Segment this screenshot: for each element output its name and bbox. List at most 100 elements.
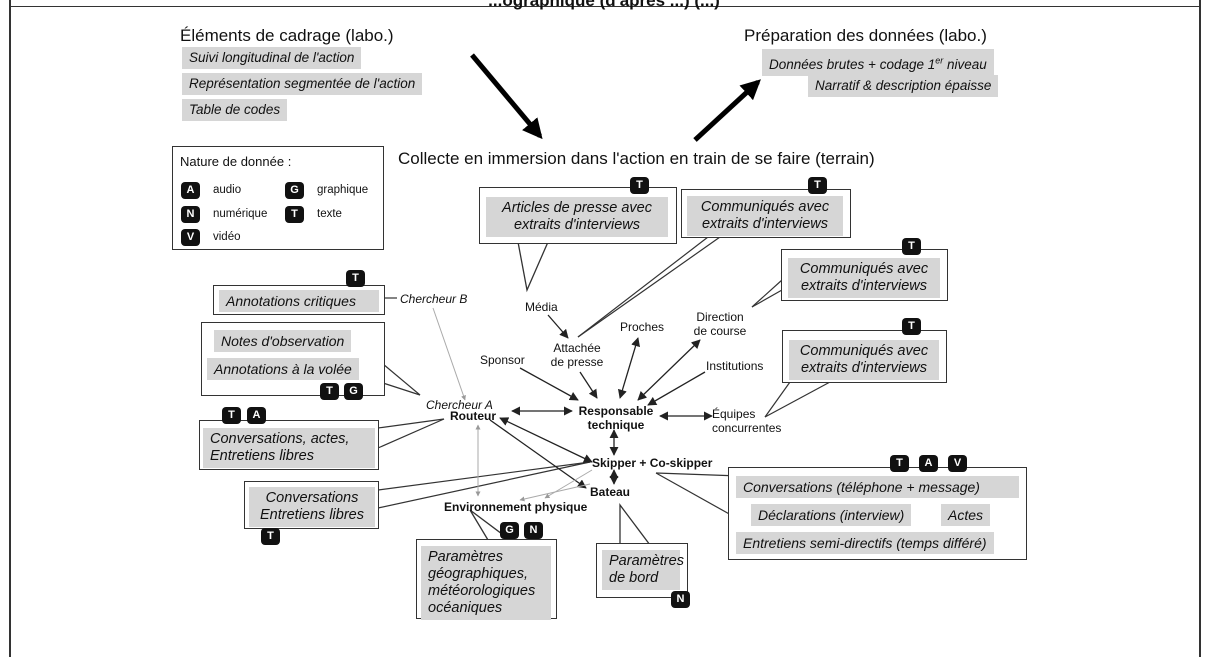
node-equipes: Équipes concurrentes (712, 407, 782, 435)
preparation-heading: Préparation des données (labo.) (744, 26, 987, 45)
callout-notes-item-1: Notes d'observation (214, 330, 352, 352)
link-chercheurb-chercheura (432, 307, 466, 401)
node-responsable-text: Responsable technique (578, 404, 654, 432)
callout-communiques-1-text: Communiqués avec extraits d'interviews (687, 196, 843, 236)
node-proches: Proches (620, 320, 665, 334)
callout-parametres-geo: Paramètres géographiques, météorologique… (416, 539, 557, 620)
node-equipes-text: Équipes concurrentes (712, 407, 782, 435)
framing-item-3: Table de codes (182, 99, 288, 121)
pointer-communiques-2b (751, 279, 783, 308)
arrow-collection-to-preparation (693, 79, 761, 142)
pointer-communiques-1 (577, 236, 721, 338)
callout-presse-text: Articles de presse avec extraits d'inter… (486, 197, 668, 237)
callout-presse: Articles de presse avec extraits d'inter… (479, 187, 677, 244)
callout-parametres-bord-text: Paramètres de bord (602, 550, 684, 590)
frame-top-border (9, 6, 1200, 8)
callout-communiques-3: Communiqués avec extraits d'interviews (782, 330, 947, 383)
callout-annotations-critiques: Annotations critiques (213, 285, 385, 315)
callout-communiques-1: Communiqués avec extraits d'interviews (681, 189, 851, 238)
pointer-notes (382, 363, 421, 396)
legend-badge-video: V (181, 229, 200, 246)
framing-item-2: Représentation segmentée de l'action (182, 73, 423, 95)
arrow-framing-to-collection (470, 53, 543, 140)
legend-label-numerique: numérique (213, 208, 268, 220)
legend-badge-audio: A (181, 182, 200, 199)
framing-item-1: Suivi longitudinal de l'action (182, 47, 362, 69)
pointer-skipper-data-b (655, 472, 741, 521)
link-sponsor-responsable (519, 367, 579, 401)
skipper-data-item-4: Entretiens semi-directifs (temps différé… (736, 532, 994, 554)
badge-skipper-data-v: V (948, 455, 967, 472)
badge-skipper-data-t: T (890, 455, 909, 472)
legend-label-audio: audio (213, 184, 242, 196)
skipper-data-item-3: Actes (941, 504, 991, 526)
legend-label-texte: texte (317, 208, 342, 220)
legend: Nature de donnée : A audio G graphique N… (172, 146, 384, 250)
collection-heading: Collecte en immersion dans l'action en t… (398, 149, 875, 168)
badge-communiques-1-t: T (808, 177, 827, 194)
node-direction: Direction de course (690, 310, 750, 338)
badge-conversations-actes-t: T (222, 407, 241, 424)
pointer-communiques-2 (751, 289, 783, 308)
callout-conversations-libres-text: Conversations Entretiens libres (249, 487, 375, 527)
skipper-data-item-2: Déclarations (interview) (751, 504, 912, 526)
pointer-conversations-actes (377, 418, 445, 429)
framing-heading: Éléments de cadrage (labo.) (180, 26, 394, 45)
callout-communiques-3-text: Communiqués avec extraits d'interviews (789, 340, 939, 380)
badge-parametres-geo-n: N (524, 522, 543, 539)
callout-notes-item-2: Annotations à la volée (207, 358, 359, 380)
link-media-attachee (547, 314, 569, 339)
callout-parametres-geo-text: Paramètres géographiques, météorologique… (421, 546, 551, 620)
badge-notes-t: T (320, 383, 339, 400)
node-chercheur-b: Chercheur B (400, 292, 468, 306)
node-media: Média (525, 300, 558, 314)
badge-conversations-libres-t: T (261, 528, 280, 545)
link-direction-responsable (637, 339, 701, 401)
skipper-data-item-1: Conversations (téléphone + message) (736, 476, 1019, 498)
node-institutions: Institutions (706, 359, 764, 373)
node-sponsor: Sponsor (480, 353, 525, 367)
callout-conversations-actes-text: Conversations, actes, Entretiens libres (203, 428, 375, 468)
badge-annotations-critiques-t: T (346, 270, 365, 287)
pointer-conversations-actes-b (377, 418, 445, 449)
badge-conversations-actes-a: A (247, 407, 266, 424)
link-proches-responsable (617, 337, 641, 399)
node-attachee-text: Attachée de presse (550, 341, 604, 369)
pointer-communiques-3b (764, 381, 791, 418)
superscript-er: er (935, 55, 944, 65)
pointer-notes-b (382, 382, 421, 396)
pointer-presse (517, 241, 549, 293)
legend-badge-numerique: N (181, 206, 200, 223)
node-routeur: Routeur (450, 409, 496, 423)
preparation-item-2: Narratif & description épaisse (808, 75, 999, 97)
callout-parametres-bord: Paramètres de bord (596, 543, 688, 598)
frame-left-border (9, 0, 11, 657)
node-responsable: Responsable technique (573, 404, 659, 432)
preparation-item-1: Données brutes + codage 1er niveau (762, 49, 994, 76)
legend-badge-texte: T (285, 206, 304, 223)
node-environnement: Environnement physique (444, 500, 588, 514)
pointer-skipper-data (655, 472, 741, 477)
legend-badge-graphique: G (285, 182, 304, 199)
link-attachee-responsable (579, 371, 598, 399)
callout-skipper-data: Conversations (téléphone + message) Décl… (728, 467, 1027, 560)
callout-conversations-actes: Conversations, actes, Entretiens libres (199, 420, 379, 470)
pointer-conversations-libres (377, 461, 591, 491)
link-routeur-skipper (499, 417, 593, 463)
badge-communiques-2-t: T (902, 238, 921, 255)
page-title: ...ographique (d'aprés ...) (...) (488, 0, 720, 10)
legend-label-video: vidéo (213, 231, 241, 243)
frame-right-border (1199, 0, 1201, 657)
callout-annotations-critiques-text: Annotations critiques (219, 290, 379, 312)
legend-label-graphique: graphique (317, 184, 369, 196)
link-routeur-bateau (489, 419, 587, 489)
badge-communiques-3-t: T (902, 318, 921, 335)
badge-parametres-geo-g: G (500, 522, 519, 539)
callout-communiques-2-text: Communiqués avec extraits d'interviews (788, 258, 940, 298)
badge-parametres-bord-n: N (671, 591, 690, 608)
pointer-communiques-1b (577, 236, 709, 338)
preparation-item-1-text: Données brutes + codage 1er niveau (769, 55, 987, 72)
pointer-conversations-libres-b (377, 461, 591, 509)
callout-notes: Notes d'observation Annotations à la vol… (201, 322, 385, 396)
